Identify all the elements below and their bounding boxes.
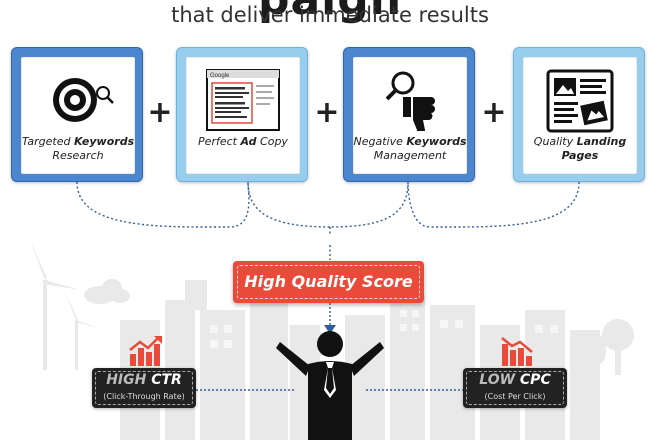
card-perfect-ad-copy: Google Perfect Ad Copy bbox=[176, 47, 308, 182]
chart-up-icon bbox=[129, 336, 162, 366]
high-quality-score-label: High Quality Score bbox=[233, 261, 424, 303]
card-label: Perfect Ad Copy bbox=[198, 135, 288, 148]
target-search-icon bbox=[53, 78, 114, 122]
chart-down-icon bbox=[501, 337, 533, 366]
google-ad-icon: Google bbox=[206, 69, 280, 131]
landing-page-icon bbox=[546, 69, 614, 133]
outcome-connector bbox=[196, 389, 466, 391]
high-ctr-badge: HIGH CTR (Click-Through Rate) bbox=[92, 368, 196, 408]
plus-sign: + bbox=[481, 95, 507, 130]
card-negative-keywords: Negative Keywords Management bbox=[343, 47, 475, 182]
low-cpc-badge: LOW CPC (Cost Per Click) bbox=[463, 368, 567, 408]
card-label: Targeted Keywords Research bbox=[21, 135, 135, 162]
connector-lines bbox=[76, 182, 580, 260]
card-label: Negative Keywords Management bbox=[353, 135, 467, 162]
card-targeted-keywords: Targeted Keywords Research bbox=[11, 47, 143, 182]
plus-sign: + bbox=[314, 95, 340, 130]
plus-sign: + bbox=[147, 95, 173, 130]
negative-keyword-icon bbox=[385, 71, 435, 131]
page-subtitle: that deliver immediate results bbox=[171, 3, 489, 27]
businessman-icon bbox=[276, 331, 384, 440]
ad-brand-text: Google bbox=[210, 73, 230, 79]
page-title: paign bbox=[0, 0, 660, 25]
arrow-down-icon bbox=[324, 303, 336, 334]
card-quality-landing-pages: Quality Landing Pages bbox=[513, 47, 645, 182]
card-label: Quality Landing Pages bbox=[533, 135, 627, 162]
